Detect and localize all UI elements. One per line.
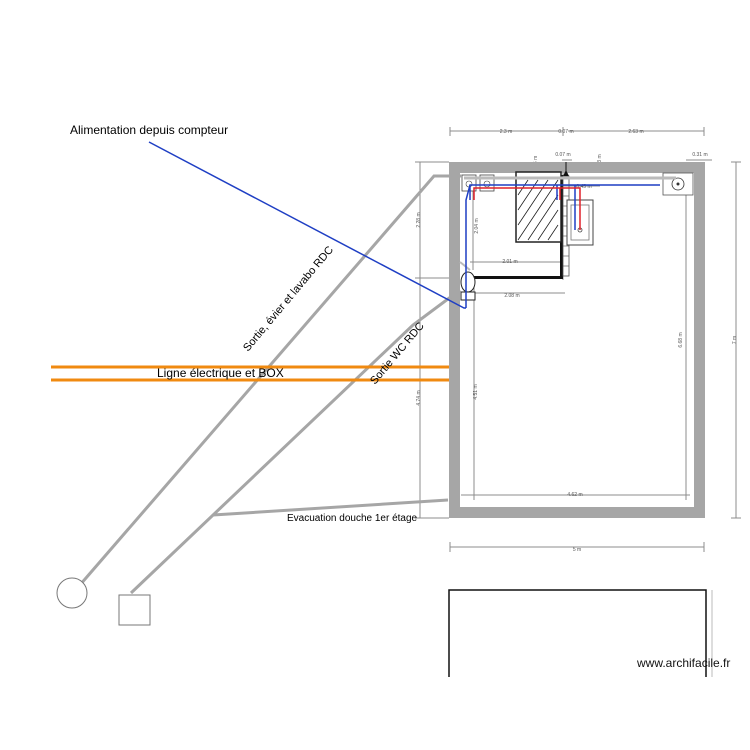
- wall-top: [449, 162, 705, 173]
- dim-left-height-upper: 2.28 m: [416, 212, 422, 227]
- dim-room-bottom-width: 2.08 m: [504, 293, 519, 299]
- dim-top-left: 2.3 m: [500, 129, 513, 135]
- floor-drain-icon: [662, 172, 694, 196]
- dim-outer-height-right: 7 m: [732, 336, 738, 344]
- dim-inner-height-small: 2.04 m: [474, 218, 480, 233]
- sortie-evier-pipe: [71, 174, 462, 594]
- electric-box-square-icon: [118, 594, 151, 626]
- shower-tray-icon: [515, 171, 562, 243]
- electric-line: [51, 365, 449, 382]
- dim-inner-width-bottom: 4.62 m: [567, 492, 582, 498]
- label-sortie-evier: Sortie, évier et lavabo RDC: [241, 244, 336, 354]
- dim-left-height-lower: 4.74 m: [416, 390, 422, 405]
- internal-pipes: [459, 162, 676, 308]
- sortie-wc-pipe: [129, 288, 461, 595]
- supply-line: [148, 141, 466, 309]
- dim-inner-height-right: 6.68 m: [678, 332, 684, 347]
- wall-right: [694, 162, 705, 518]
- dim-room-left-width: 2.01 m: [502, 259, 517, 265]
- dim-corner-right: 0.31 m: [692, 152, 707, 158]
- label-evacuation-douche: Evacuation douche 1er étage: [287, 513, 418, 524]
- dim-outer-width-bottom: 5 m: [573, 547, 581, 553]
- dim-small-a: 0.07 m: [555, 152, 570, 158]
- label-alimentation: Alimentation depuis compteur: [70, 123, 228, 137]
- dim-small-d: 0.45 m: [576, 184, 591, 190]
- wall-interior-bathroom: [463, 276, 563, 279]
- dim-top-center: 0.07 m: [558, 129, 573, 135]
- external-pipes: [71, 174, 462, 595]
- label-ligne-electrique: Ligne électrique et BOX: [157, 366, 284, 380]
- water-meter-circle-icon: [56, 577, 88, 609]
- label-sortie-wc: Sortie WC RDC: [368, 320, 427, 387]
- wall-bottom: [449, 507, 705, 518]
- watermark-text: www.archifacile.fr: [636, 656, 730, 670]
- wall-left: [449, 162, 460, 518]
- fixtures: [460, 171, 694, 301]
- dimension-lines: [415, 127, 741, 552]
- dim-inner-height-left: 4.51 m: [473, 384, 479, 399]
- evacuation-douche-pipe: [212, 498, 449, 517]
- dim-top-right: 2.63 m: [628, 129, 643, 135]
- toilet-icon: [460, 271, 476, 301]
- lower-building-outline: [448, 589, 713, 677]
